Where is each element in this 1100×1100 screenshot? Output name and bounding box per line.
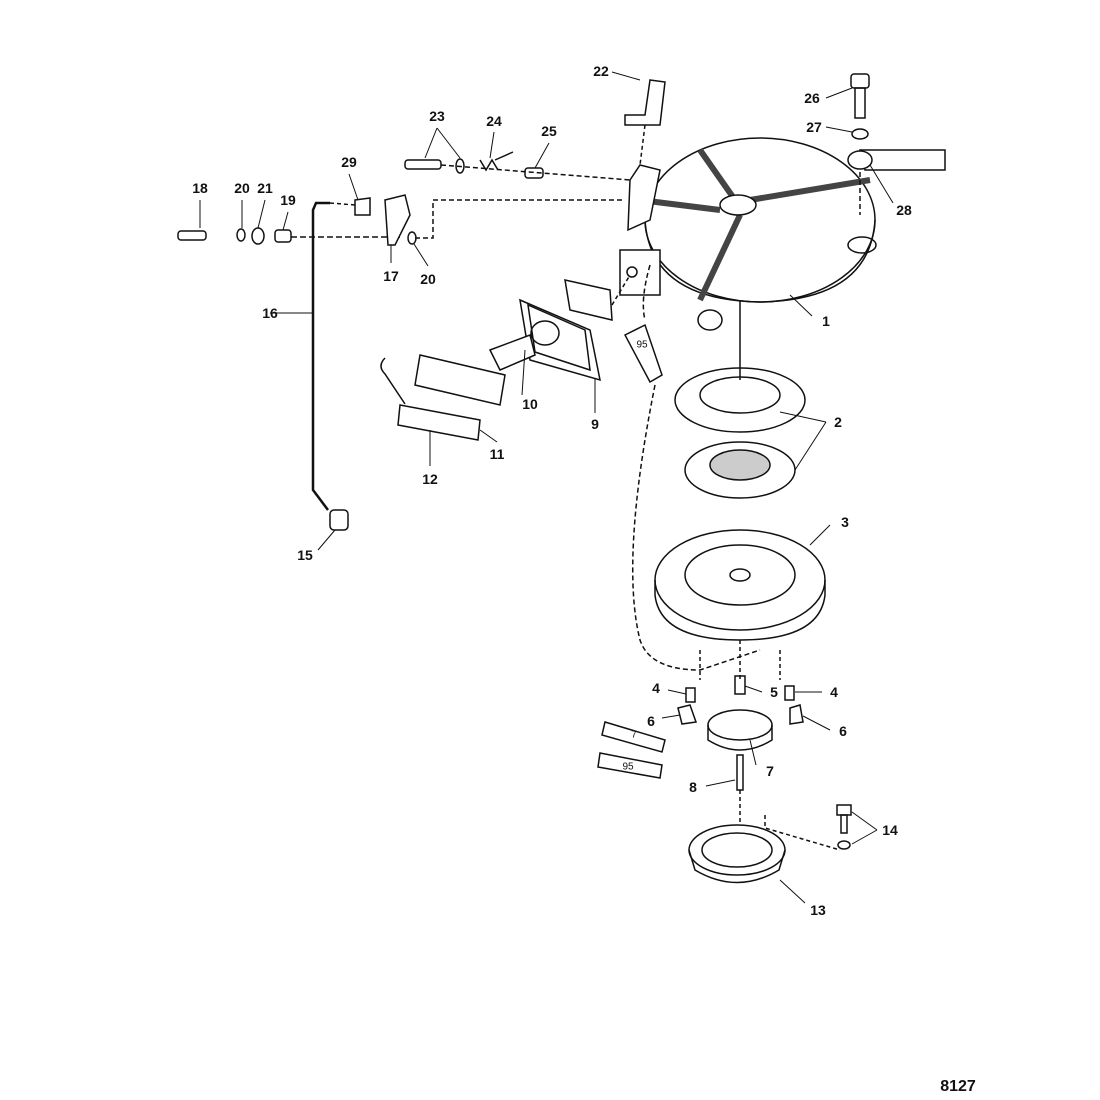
callout-14: 14 xyxy=(882,822,898,838)
callout-13: 13 xyxy=(810,902,826,918)
callout-7: 7 xyxy=(766,763,774,779)
callout-22: 22 xyxy=(593,63,609,79)
callout-3: 3 xyxy=(841,514,849,530)
shift-linkage xyxy=(177,194,625,531)
tube-label-95: 95 xyxy=(636,339,648,351)
tube-label-95b: 95 xyxy=(622,761,634,773)
start-handle-assembly xyxy=(380,274,631,441)
callout-17: 17 xyxy=(383,268,399,284)
callout-19: 19 xyxy=(280,192,296,208)
callout-25: 25 xyxy=(541,123,557,139)
callout-27: 27 xyxy=(806,119,822,135)
callout-18: 18 xyxy=(192,180,208,196)
tube-label-7: 7 xyxy=(631,729,637,741)
leader-lines xyxy=(199,71,894,904)
lubricant-tube xyxy=(623,323,663,384)
rope-pulley xyxy=(654,529,826,641)
pawl-parts xyxy=(597,640,804,791)
drive-cup xyxy=(688,790,852,884)
callout-11: 11 xyxy=(489,446,505,462)
callout-20: 20 xyxy=(234,180,250,196)
callout-21: 21 xyxy=(257,180,273,196)
callout-28: 28 xyxy=(896,202,912,218)
callout-16: 16 xyxy=(262,305,278,321)
callout-24: 24 xyxy=(486,113,502,129)
callout-8: 8 xyxy=(689,779,697,795)
callout-9: 9 xyxy=(591,416,599,432)
callout-2: 2 xyxy=(834,414,842,430)
callout-5: 5 xyxy=(770,684,778,700)
recoil-spring xyxy=(674,300,806,499)
callout-6: 6 xyxy=(647,713,655,729)
starter-housing xyxy=(619,137,877,331)
callout-1: 1 xyxy=(822,313,830,329)
callout-15: 15 xyxy=(297,547,313,563)
callout-23: 23 xyxy=(429,108,445,124)
callout-4: 4 xyxy=(652,680,660,696)
callout-4b: 4 xyxy=(830,684,838,700)
cam-screw-assembly xyxy=(404,151,631,181)
callout-10: 10 xyxy=(522,396,538,412)
callout-6b: 6 xyxy=(839,723,847,739)
callout-26: 26 xyxy=(804,90,820,106)
bolt-washer-bracket xyxy=(847,73,946,215)
figure-number: 8127 xyxy=(940,1078,976,1095)
lever-part xyxy=(624,79,666,126)
callout-29: 29 xyxy=(341,154,357,170)
callout-20b: 20 xyxy=(420,271,436,287)
callout-12: 12 xyxy=(422,471,438,487)
